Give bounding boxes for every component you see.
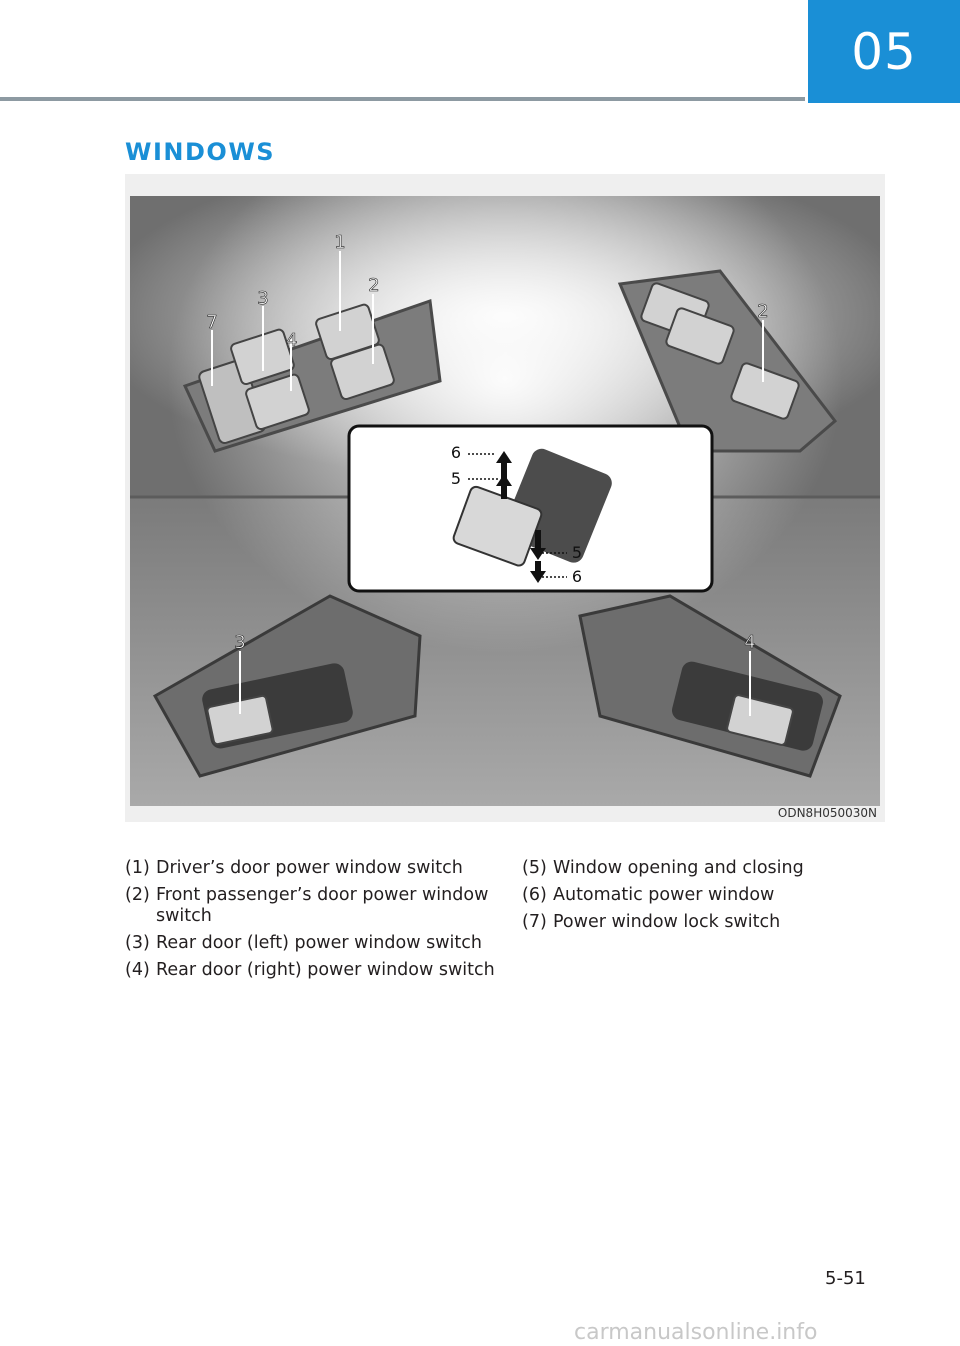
legend-text: Automatic power window: [553, 885, 775, 905]
legend-number: (1): [125, 858, 150, 878]
legend-text: Window opening and closing: [553, 858, 804, 878]
window-switch-illustration: 1 2 3 4 7 2 6 5 5 6 3 4: [130, 196, 880, 806]
legend-text: Front passenger’s door power window swit…: [156, 885, 489, 926]
legend-number: (6): [522, 885, 547, 905]
legend-item: (5) Window opening and closing: [522, 858, 882, 879]
chapter-tab: 05: [808, 0, 960, 103]
legend-item: (3) Rear door (left) power window switch: [125, 933, 495, 954]
legend-text: Driver’s door power window switch: [156, 858, 463, 878]
callout-4: 4: [286, 330, 297, 351]
legend-item: (4) Rear door (right) power window switch: [125, 960, 495, 981]
legend-number: (5): [522, 858, 547, 878]
legend-text: Rear door (left) power window switch: [156, 933, 482, 953]
header-rule: [0, 97, 805, 101]
watermark-link[interactable]: carmanualsonline.info: [574, 1320, 818, 1345]
legend-left: (1) Driver’s door power window switch (2)…: [125, 858, 495, 987]
legend-item: (1) Driver’s door power window switch: [125, 858, 495, 879]
legend-number: (2): [125, 885, 150, 905]
callout-4-rear: 4: [744, 632, 755, 653]
legend-text: Rear door (right) power window switch: [156, 960, 495, 980]
callout-1: 1: [334, 232, 345, 253]
legend-number: (3): [125, 933, 150, 953]
callout-2-passenger: 2: [757, 301, 768, 322]
callout-3: 3: [257, 288, 268, 309]
page-number: 5-51: [825, 1268, 866, 1289]
callout-6-up: 6: [451, 443, 461, 462]
figure-code: ODN8H050030N: [777, 806, 877, 820]
callout-6-down: 6: [572, 567, 582, 586]
callout-7: 7: [206, 312, 217, 333]
legend-text: Power window lock switch: [553, 912, 781, 932]
legend-item: (6) Automatic power window: [522, 885, 882, 906]
legend-number: (7): [522, 912, 547, 932]
legend-number: (4): [125, 960, 150, 980]
callout-2: 2: [368, 275, 379, 296]
legend-right: (5) Window opening and closing (6) Automat…: [522, 858, 882, 939]
figure: 1 2 3 4 7 2 6 5 5 6 3 4 ODN8H050030N: [125, 174, 885, 822]
legend-item: (7) Power window lock switch: [522, 912, 882, 933]
callout-5-up: 5: [451, 469, 461, 488]
section-title: WINDOWS: [125, 138, 276, 166]
callout-3-rear: 3: [234, 632, 245, 653]
legend-item: (2) Front passenger’s door power window s…: [125, 885, 495, 927]
callout-5-down: 5: [572, 543, 582, 562]
